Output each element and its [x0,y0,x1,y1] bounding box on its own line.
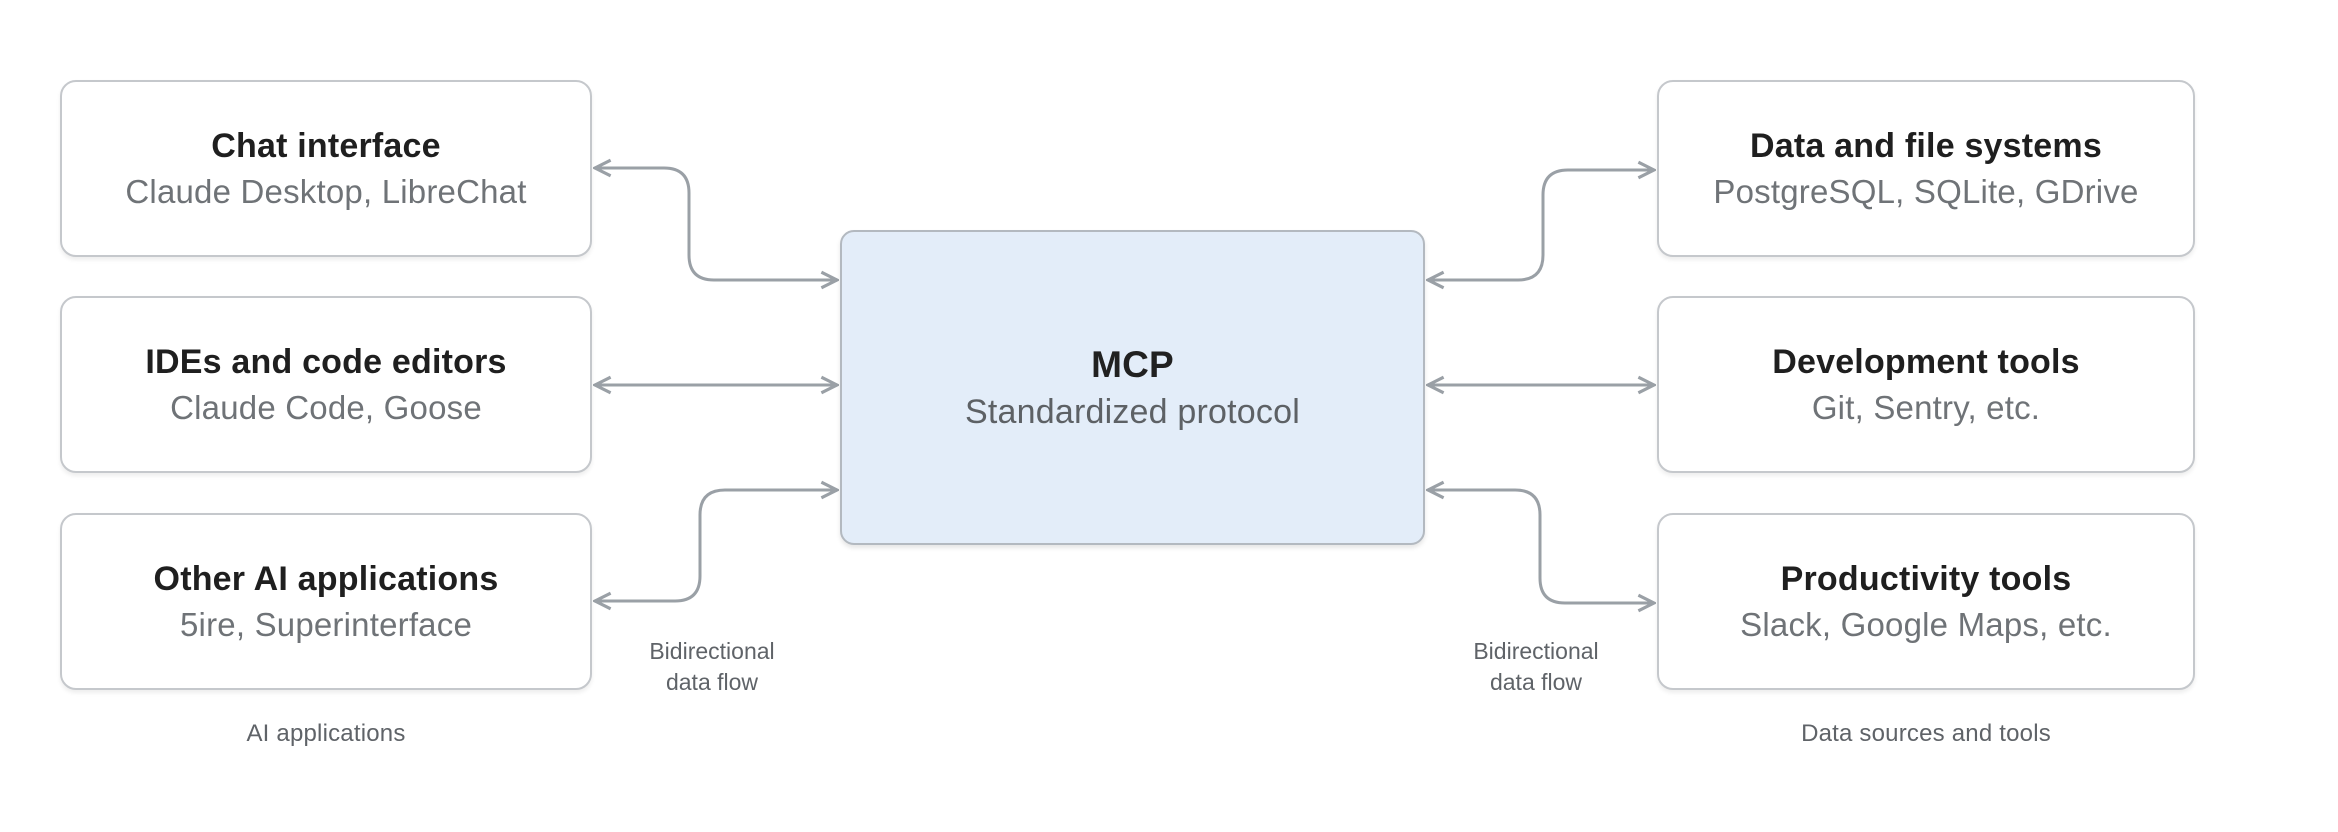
node-subtitle: Git, Sentry, etc. [1811,388,2041,426]
node-mcp: MCP Standardized protocol [840,230,1425,545]
node-subtitle: Slack, Google Maps, etc. [1740,605,2112,643]
bidirectional-data-flow-label-right: Bidirectional data flow [1473,638,1599,696]
node-title: Data and file systems [1750,126,2102,165]
node-data-and-file-systems: Data and file systems PostgreSQL, SQLite… [1657,80,2195,257]
node-title: Other AI applications [153,559,499,598]
node-subtitle: Standardized protocol [965,392,1300,431]
node-subtitle: Claude Code, Goose [170,388,482,426]
node-title: Chat interface [211,126,441,165]
node-productivity-tools: Productivity tools Slack, Google Maps, e… [1657,513,2195,690]
node-ides-code-editors: IDEs and code editors Claude Code, Goose [60,296,592,473]
node-chat-interface: Chat interface Claude Desktop, LibreChat [60,80,592,257]
node-development-tools: Development tools Git, Sentry, etc. [1657,296,2195,473]
node-title: IDEs and code editors [145,342,507,381]
connector-right-top [1429,170,1653,280]
connector-left-top [596,168,836,280]
group-caption-ai-applications: AI applications [246,720,406,747]
group-caption-data-sources-and-tools: Data sources and tools [1801,720,2051,747]
node-other-ai-applications: Other AI applications 5ire, Superinterfa… [60,513,592,690]
connector-right-bottom [1429,490,1653,603]
node-title: MCP [1091,343,1174,385]
node-title: Development tools [1772,342,2080,381]
connector-left-bottom [596,490,836,601]
node-subtitle: Claude Desktop, LibreChat [125,172,527,210]
node-title: Productivity tools [1780,559,2072,598]
node-subtitle: PostgreSQL, SQLite, GDrive [1713,172,2139,210]
bidirectional-data-flow-label-left: Bidirectional data flow [649,638,775,696]
node-subtitle: 5ire, Superinterface [180,605,472,643]
